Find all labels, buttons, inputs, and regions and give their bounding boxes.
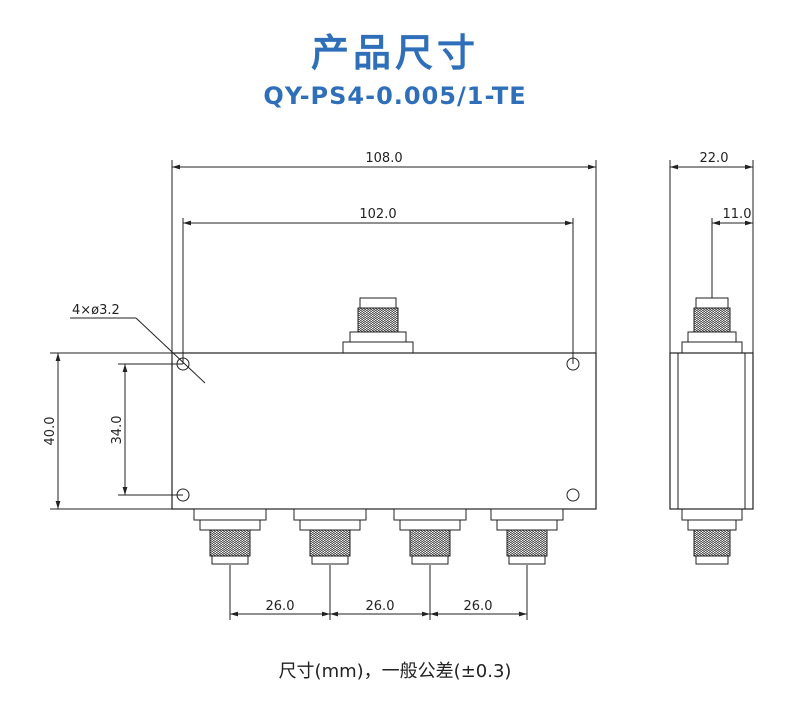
model-number: QY-PS4-0.005/1-TE [263, 82, 527, 110]
output-connector [490, 508, 564, 565]
page-title: 产品尺寸 [310, 31, 479, 75]
side-body [669, 352, 754, 510]
tolerance-note: 尺寸(mm)，一般公差(±0.3) [278, 661, 512, 682]
dim-overall-length: 108.0 [365, 151, 402, 166]
dim-hole-spec: 4×ø3.2 [72, 303, 120, 318]
dim-port-pitch: 26.0 [266, 599, 295, 614]
dim-side-center: 11.0 [723, 207, 752, 222]
dim-hole-spacing-x: 102.0 [359, 207, 396, 222]
dim-overall-height: 40.0 [43, 417, 58, 446]
dim-side-width: 22.0 [700, 151, 729, 166]
output-connector [393, 508, 467, 565]
output-connector [293, 508, 367, 565]
output-connectors [193, 508, 564, 565]
front-view [171, 297, 597, 565]
dim-port-pitch: 26.0 [464, 599, 493, 614]
dim-port-pitch: 26.0 [366, 599, 395, 614]
side-view [669, 297, 754, 565]
output-connector [193, 508, 267, 565]
splitter-body [171, 352, 597, 510]
dim-hole-spacing-y: 34.0 [110, 416, 125, 445]
input-connector [342, 297, 414, 354]
mounting-hole [566, 488, 580, 502]
